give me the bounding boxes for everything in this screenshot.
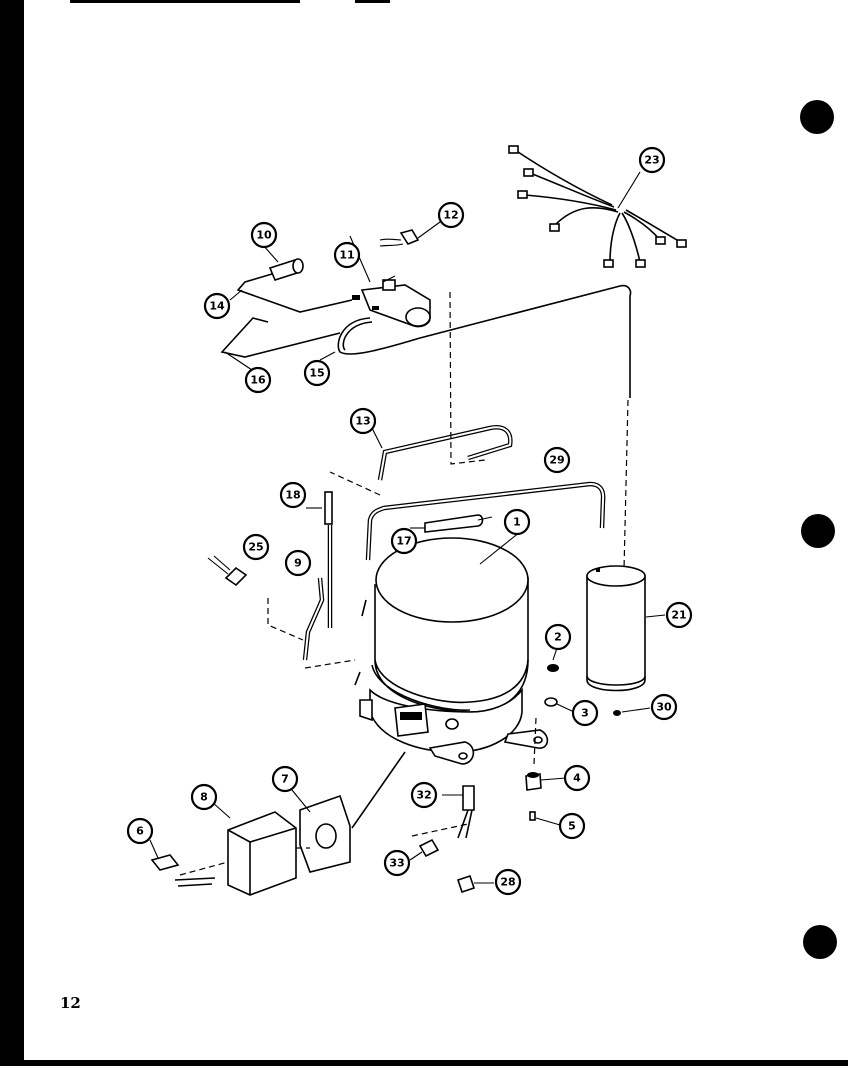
callout-29: 29 [543, 446, 571, 474]
svg-text:33: 33 [389, 857, 404, 870]
svg-text:8: 8 [200, 791, 208, 804]
svg-text:21: 21 [671, 609, 686, 622]
callout-1: 1 [503, 508, 531, 536]
suction-line [267, 491, 356, 669]
callout-12: 12 [437, 201, 465, 229]
fitting [207, 555, 248, 587]
process-tube [365, 481, 606, 561]
callout-18: 18 [279, 481, 307, 509]
capillary-tube [319, 284, 632, 571]
relay-assembly [349, 221, 441, 328]
svg-text:30: 30 [656, 701, 672, 714]
callout-15: 15 [303, 359, 331, 387]
svg-text:10: 10 [256, 229, 272, 242]
callout-4: 4 [563, 764, 591, 792]
svg-text:12: 12 [443, 209, 458, 222]
svg-text:2: 2 [554, 631, 562, 644]
small-fittings [409, 785, 494, 894]
punch-hole [803, 925, 837, 959]
callout-30: 30 [650, 693, 678, 721]
callout-9: 9 [284, 549, 312, 577]
svg-text:17: 17 [396, 535, 411, 548]
svg-text:32: 32 [416, 789, 431, 802]
callout-17: 17 [390, 527, 418, 555]
svg-text:9: 9 [294, 557, 302, 570]
binding-edge [0, 0, 24, 1066]
svg-text:13: 13 [355, 415, 370, 428]
callout-7: 7 [271, 765, 299, 793]
accumulator [586, 565, 666, 692]
punch-hole [800, 100, 834, 134]
callout-14: 14 [203, 292, 231, 320]
svg-text:6: 6 [136, 825, 144, 838]
wire-lead [220, 317, 341, 371]
svg-text:28: 28 [500, 876, 515, 889]
svg-text:25: 25 [248, 541, 263, 554]
callout-32: 32 [410, 781, 438, 809]
svg-text:15: 15 [309, 367, 324, 380]
page-number: 12 [60, 994, 81, 1012]
callout-25: 25 [242, 533, 270, 561]
callout-8: 8 [190, 783, 218, 811]
svg-text:18: 18 [285, 489, 300, 502]
callout-13: 13 [349, 407, 377, 435]
callout-10: 10 [250, 221, 278, 249]
callout-23: 23 [638, 146, 666, 174]
callout-16: 16 [244, 366, 272, 394]
callout-28: 28 [494, 868, 522, 896]
svg-text:3: 3 [581, 707, 589, 720]
svg-text:29: 29 [549, 454, 564, 467]
capacitor [229, 244, 353, 313]
svg-text:1: 1 [513, 516, 521, 529]
wiring-harness [508, 145, 687, 268]
punch-hole [801, 514, 835, 548]
terminal-cover [149, 751, 406, 896]
svg-text:4: 4 [573, 772, 581, 785]
callout-33: 33 [383, 849, 411, 877]
svg-text:5: 5 [568, 820, 576, 833]
discharge-tube [329, 291, 513, 496]
top-rule [70, 0, 300, 3]
callout-3: 3 [571, 699, 599, 727]
bottom-edge [0, 1060, 848, 1066]
svg-text:23: 23 [644, 154, 659, 167]
callout-5: 5 [558, 812, 586, 840]
callout-21: 21 [665, 601, 693, 629]
svg-text:11: 11 [339, 249, 354, 262]
svg-text:14: 14 [209, 300, 225, 313]
callout-6: 6 [126, 817, 154, 845]
callout-2: 2 [544, 623, 572, 651]
svg-text:16: 16 [250, 374, 266, 387]
callout-11: 11 [333, 241, 361, 269]
compressor [354, 531, 549, 765]
svg-text:7: 7 [281, 773, 289, 786]
top-rule [355, 0, 390, 3]
mounting-hardware [525, 647, 651, 826]
